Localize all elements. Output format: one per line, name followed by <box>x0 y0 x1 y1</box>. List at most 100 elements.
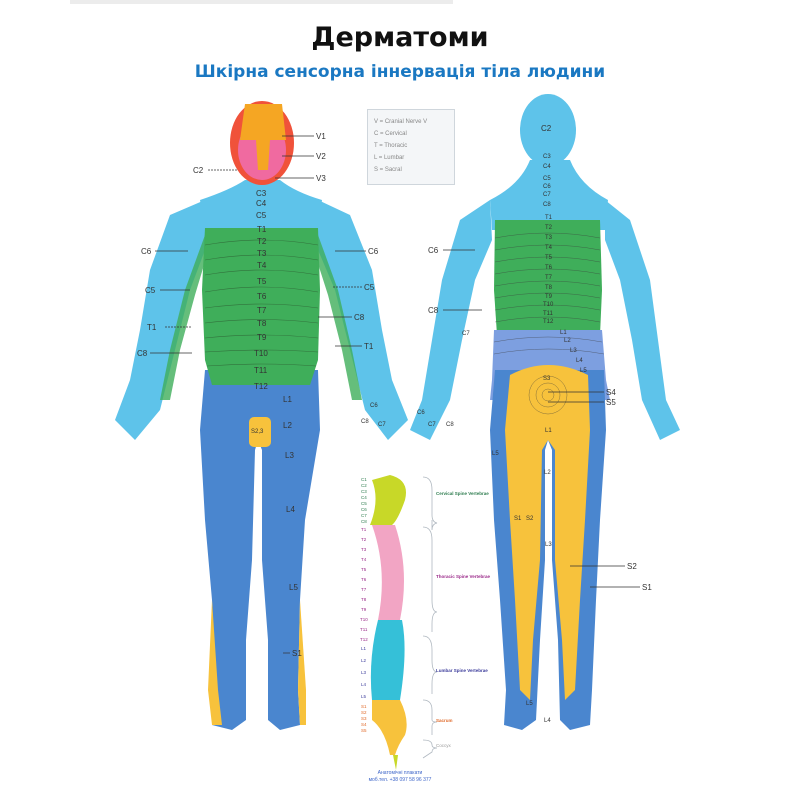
legend-item: S = Sacral <box>374 167 402 173</box>
svg-text:L1: L1 <box>361 646 367 651</box>
svg-text:T2: T2 <box>545 225 553 231</box>
svg-text:S4: S4 <box>361 722 367 727</box>
svg-text:T1: T1 <box>361 527 367 532</box>
svg-text:T10: T10 <box>254 349 268 358</box>
svg-text:T11: T11 <box>360 627 368 632</box>
svg-text:C3: C3 <box>361 489 367 494</box>
svg-text:C4: C4 <box>543 164 551 170</box>
svg-text:L5: L5 <box>492 451 499 457</box>
svg-text:T1: T1 <box>147 323 157 332</box>
svg-text:L5: L5 <box>526 701 533 707</box>
svg-text:L3: L3 <box>361 670 367 675</box>
top-edge-bar <box>70 0 453 4</box>
footer-contact: Анатомічні плакати моб.тел. +38 097 58 9… <box>0 770 800 784</box>
svg-text:T2: T2 <box>257 237 267 246</box>
svg-text:S5: S5 <box>606 398 616 407</box>
svg-text:C8: C8 <box>428 306 439 315</box>
legend-item: T = Thoracic <box>374 143 408 149</box>
svg-text:L4: L4 <box>286 505 295 514</box>
legend-item: C = Cervical <box>374 131 407 137</box>
svg-text:L4: L4 <box>544 718 551 724</box>
svg-text:C6: C6 <box>417 410 425 416</box>
svg-text:C7: C7 <box>543 192 551 198</box>
svg-text:C7: C7 <box>361 513 367 518</box>
svg-text:L2: L2 <box>564 338 571 344</box>
svg-text:S1: S1 <box>514 516 522 522</box>
svg-text:T3: T3 <box>257 249 267 258</box>
svg-text:S2: S2 <box>361 710 367 715</box>
svg-text:C3: C3 <box>543 154 551 160</box>
svg-text:T11: T11 <box>543 311 554 317</box>
svg-text:C8: C8 <box>446 422 454 428</box>
svg-text:T7: T7 <box>545 275 553 281</box>
svg-text:C5: C5 <box>256 211 267 220</box>
page-title: Дерматоми <box>311 22 489 53</box>
svg-text:L2: L2 <box>361 658 367 663</box>
svg-text:T8: T8 <box>545 285 553 291</box>
svg-text:C6: C6 <box>428 246 439 255</box>
svg-text:C6: C6 <box>370 403 378 409</box>
svg-text:T3: T3 <box>545 235 553 241</box>
svg-text:T4: T4 <box>257 261 267 270</box>
svg-text:C7: C7 <box>462 331 470 337</box>
svg-text:T1: T1 <box>257 225 267 234</box>
svg-text:T6: T6 <box>545 265 553 271</box>
svg-text:V3: V3 <box>316 174 326 183</box>
svg-text:L2: L2 <box>283 421 292 430</box>
front-labels: V1 V2 V3 C2 C3 C4 C5 T1 T2 T3 T4 T5 T6 T… <box>137 132 386 658</box>
svg-text:T9: T9 <box>545 294 553 300</box>
svg-text:T8: T8 <box>361 597 367 602</box>
legend-box: V = Cranial Nerve V C = Cervical T = Tho… <box>367 109 455 185</box>
footer-line2: моб.тел. +38 097 58 96 377 <box>368 777 432 783</box>
svg-text:L1: L1 <box>560 330 567 336</box>
svg-text:T12: T12 <box>543 319 554 325</box>
svg-text:Thoracic Spine Vertebrae: Thoracic Spine Vertebrae <box>436 574 491 579</box>
svg-text:L5: L5 <box>361 694 367 699</box>
svg-text:T10: T10 <box>360 617 368 622</box>
svg-text:T3: T3 <box>361 547 367 552</box>
svg-text:C7: C7 <box>378 422 386 428</box>
footer-line1: Анатомічні плакати <box>377 770 423 776</box>
svg-text:T5: T5 <box>545 255 553 261</box>
svg-text:V1: V1 <box>316 132 326 141</box>
svg-text:T1: T1 <box>364 342 374 351</box>
svg-text:T11: T11 <box>254 366 268 375</box>
svg-text:Sacrum: Sacrum <box>436 718 453 723</box>
back-body-figure <box>410 94 680 730</box>
svg-text:T9: T9 <box>257 333 267 342</box>
svg-text:T4: T4 <box>361 557 367 562</box>
legend-item: V = Cranial Nerve V <box>374 119 428 125</box>
svg-text:L3: L3 <box>285 451 294 460</box>
legend-item: L = Lumbar <box>374 155 405 161</box>
svg-text:T12: T12 <box>254 382 268 391</box>
svg-text:L4: L4 <box>576 358 583 364</box>
svg-text:L3: L3 <box>570 348 577 354</box>
svg-text:Coccyx: Coccyx <box>436 743 452 748</box>
svg-text:T7: T7 <box>257 306 267 315</box>
svg-text:C6: C6 <box>141 247 152 256</box>
svg-text:T6: T6 <box>257 292 267 301</box>
svg-text:T12: T12 <box>360 637 368 642</box>
svg-text:S1: S1 <box>292 649 302 658</box>
svg-text:T2: T2 <box>361 537 367 542</box>
svg-text:T6: T6 <box>361 577 367 582</box>
svg-text:S4: S4 <box>606 388 616 397</box>
svg-text:T1: T1 <box>545 215 553 221</box>
svg-text:C1: C1 <box>361 477 367 482</box>
svg-text:C7: C7 <box>428 422 436 428</box>
svg-text:C6: C6 <box>368 247 379 256</box>
svg-text:C8: C8 <box>354 313 365 322</box>
svg-text:S5: S5 <box>361 728 367 733</box>
svg-text:V2: V2 <box>316 152 326 161</box>
svg-text:C4: C4 <box>256 199 267 208</box>
svg-text:C8: C8 <box>361 419 369 425</box>
svg-text:T10: T10 <box>543 302 554 308</box>
svg-text:S2: S2 <box>526 516 534 522</box>
svg-text:C8: C8 <box>361 519 367 524</box>
svg-text:C5: C5 <box>543 176 551 182</box>
svg-text:S1: S1 <box>361 704 367 709</box>
svg-text:T8: T8 <box>257 319 267 328</box>
svg-text:C2: C2 <box>361 483 367 488</box>
svg-text:L1: L1 <box>545 428 552 434</box>
